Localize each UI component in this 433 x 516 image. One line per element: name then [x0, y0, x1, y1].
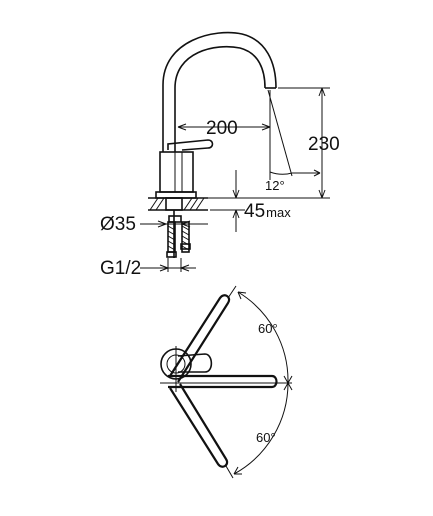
spray-angle-label: 12°: [265, 178, 285, 193]
thickness-suffix: max: [266, 205, 291, 220]
swivel-arc-lower: [233, 382, 293, 475]
plan-view: 60° 60°: [160, 285, 293, 479]
faucet-body: [159, 151, 194, 193]
thickness-label: 45max: [244, 201, 291, 222]
dimension-connection: [140, 258, 196, 272]
spout-lower-position: [169, 383, 229, 468]
swivel-angle-bottom-label: 60°: [256, 430, 276, 445]
dimension-hole-diameter: [140, 220, 208, 228]
spout-inner-contour: [174, 45, 266, 152]
countertop-hatching: [149, 197, 205, 211]
mounting-shank: [165, 197, 183, 211]
height-label: 230: [308, 134, 340, 155]
swivel-arc-upper: [237, 291, 293, 384]
hole-diameter-label: Ø35: [100, 214, 136, 235]
connection-label: G1/2: [100, 258, 141, 279]
dimension-spray-angle: [267, 89, 321, 177]
upper-extension-line: [227, 285, 237, 299]
spout-outer-contour: [162, 31, 277, 152]
base-flange: [155, 191, 197, 199]
spout-center-position: [168, 374, 278, 389]
dimension-reach: [177, 90, 271, 180]
dimension-thickness: [210, 170, 245, 232]
body-circle-inner: [166, 354, 186, 374]
reach-label: 200: [206, 118, 238, 139]
lever-handle: [167, 139, 214, 151]
lower-extension-line: [225, 465, 234, 479]
mounting-nut: [168, 215, 182, 223]
thickness-value: 45: [244, 201, 265, 222]
plan-lever-handle: [177, 353, 213, 373]
side-elevation-view: 200 230 12° 45max Ø35 G1/2: [100, 31, 340, 279]
spout-upper-position: [169, 294, 231, 383]
body-circle: [160, 348, 192, 380]
flexible-hose-right: [180, 221, 191, 253]
dimension-height: [200, 87, 330, 199]
swivel-angle-top-label: 60°: [258, 321, 278, 336]
flexible-hose-left: [166, 221, 177, 258]
